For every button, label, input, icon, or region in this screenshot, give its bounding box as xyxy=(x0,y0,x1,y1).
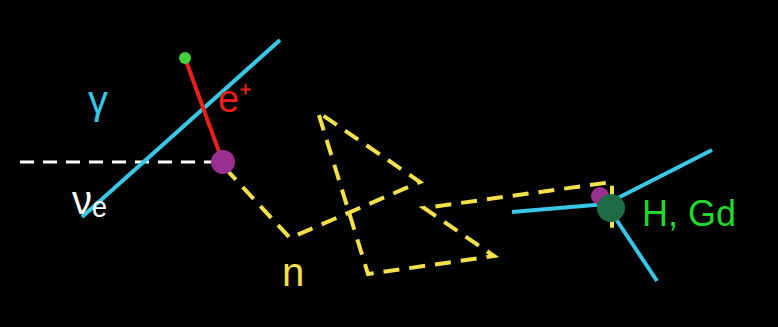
neutron-path xyxy=(225,112,612,274)
gamma-track xyxy=(512,204,606,212)
annihilation-point xyxy=(179,52,191,64)
capture-nucleus xyxy=(597,194,625,222)
particle-label: νₑ xyxy=(72,180,107,220)
particle-label: e⁺ xyxy=(218,80,252,118)
neutrino-track xyxy=(20,161,212,164)
interaction-vertex xyxy=(211,150,235,174)
gamma-track xyxy=(82,40,280,217)
particle-label: γ xyxy=(88,80,108,120)
nucleus-label: H, Gd xyxy=(642,196,736,232)
positron-track xyxy=(185,58,222,160)
particle-label: n xyxy=(282,252,304,292)
